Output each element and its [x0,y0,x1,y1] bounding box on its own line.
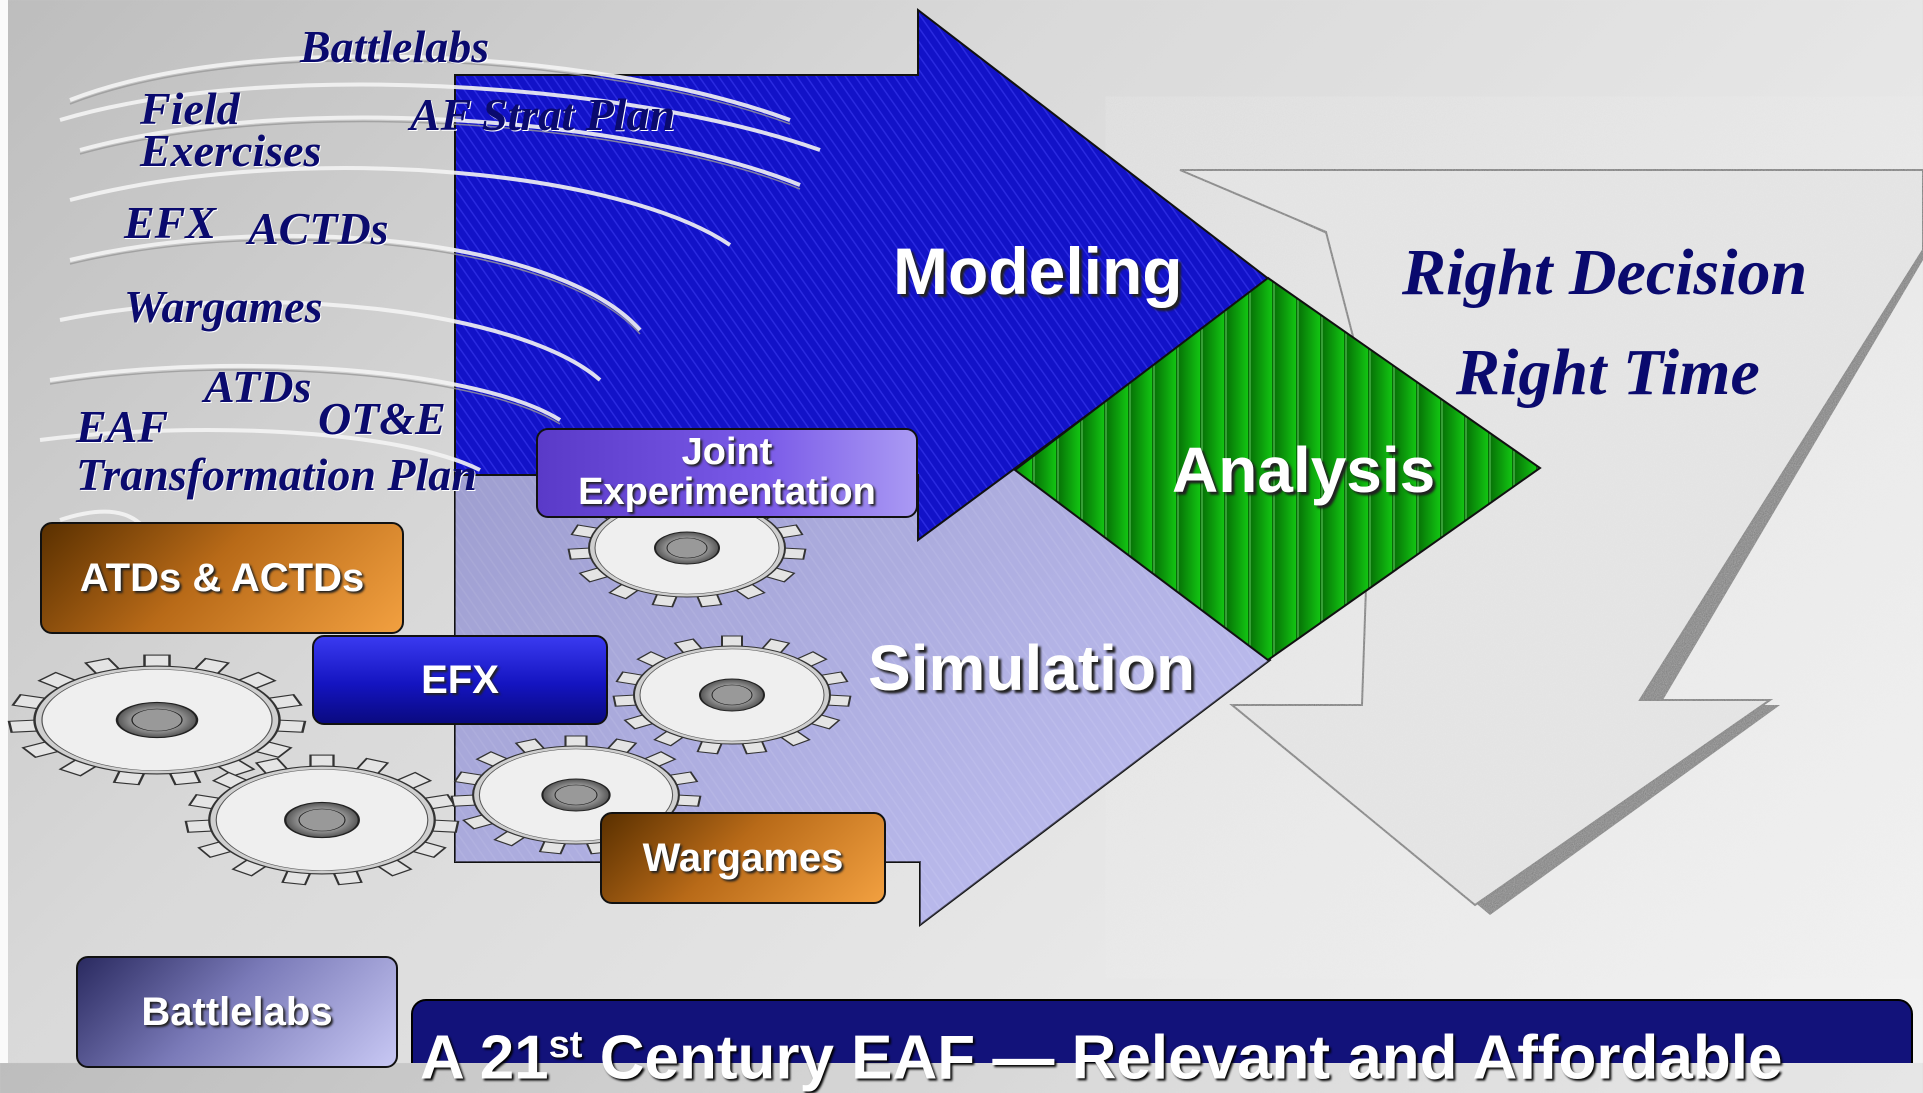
wargames-box: Wargames [600,812,886,904]
left-edge-strip [0,0,8,1063]
atds-actds-box: ATDs & ACTDs [40,522,404,634]
input-label-field: Field [140,83,240,134]
bottom-banner [411,999,1913,1063]
outcome-line-1: Right Decision [1402,236,1808,309]
banner-text-rest: Century EAF — Relevant and Affordable [582,1023,1783,1093]
banner-text-main: A 21 [420,1023,549,1093]
input-label-ot-e: OT&E [318,393,446,444]
analysis-diamond [1013,276,1542,662]
input-label-exercises: Exercises [140,125,322,176]
simulation-label: Simulation [868,632,1196,704]
input-label-eaf: EAF [76,401,169,452]
input-label-battlelabs: Battlelabs [300,21,490,72]
input-label-efx: EFX [124,197,217,248]
efx-box: EFX [312,635,608,725]
joint-experimentation-box: Joint Experimentation [536,428,918,518]
input-label-wargames: Wargames [124,281,323,332]
gear-large-bottom-icon [184,753,460,886]
banner-text: A 21st Century EAF — Relevant and Afford… [420,1026,1782,1090]
modeling-label: Modeling [893,234,1183,308]
analysis-label: Analysis [1172,434,1436,506]
input-label-transformation-plan: Transformation Plan [76,449,477,500]
outcome-line-2: Right Time [1456,336,1760,409]
input-label-af-strat-plan: AF Strat Plan [410,89,676,140]
battlelabs-box: Battlelabs [76,956,398,1068]
input-label-atds: ATDs [204,361,312,412]
diagram-canvas [0,0,1923,1063]
input-swoosh-lines [39,54,821,537]
input-label-actds: ACTDs [248,203,389,254]
banner-text-sup: st [548,1024,583,1066]
